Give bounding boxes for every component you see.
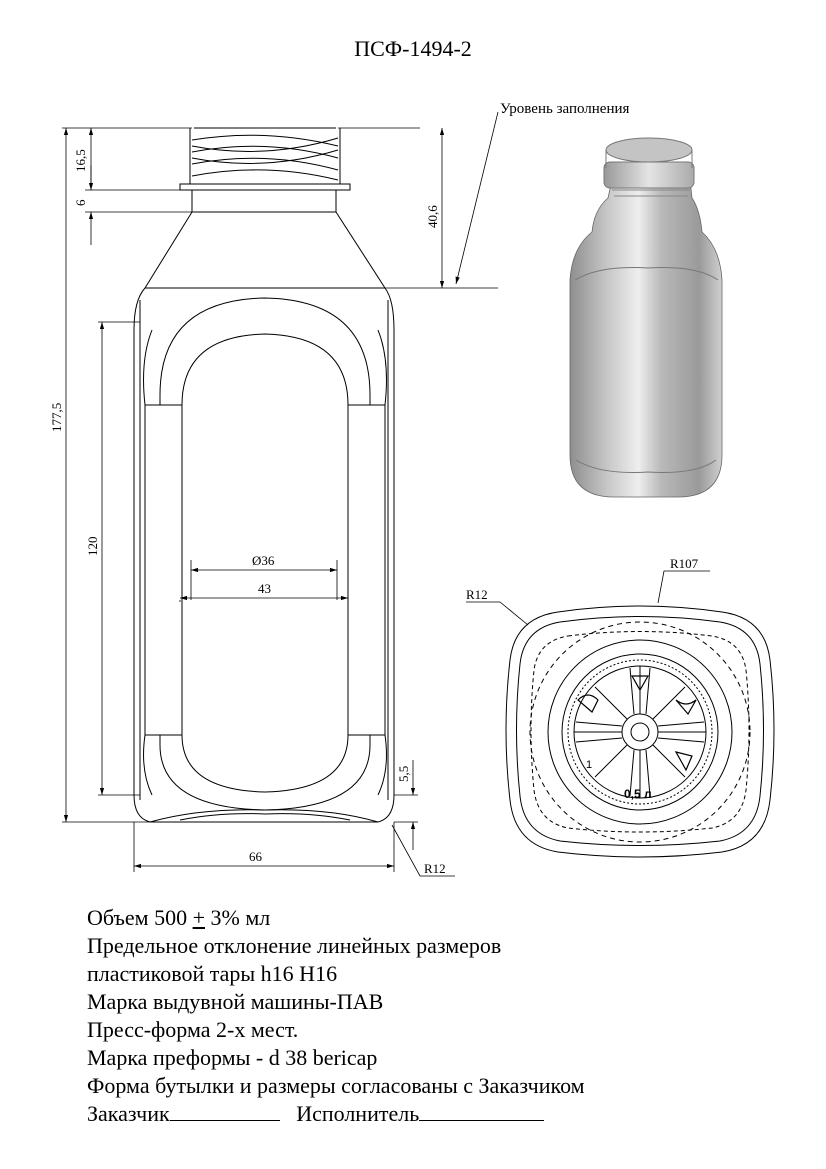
note-machine: Марка выдувной машины-ПАВ — [87, 989, 384, 1014]
note-tolerance-class: пластиковой тары h16 H16 — [87, 961, 338, 986]
dim-panel: 120 — [85, 537, 100, 557]
dim-fill: 40,6 — [425, 205, 440, 228]
shoulder — [144, 211, 386, 289]
r12-base-leader — [391, 824, 455, 877]
dim-width: 66 — [249, 849, 263, 864]
note-agreement: Форма бутылки и размеры согласованы с За… — [87, 1073, 585, 1098]
dim-inner-w: 43 — [258, 581, 271, 596]
note-volume: Объем 500 + 3% мл — [87, 905, 271, 930]
base-marks: 0,5 л 1 — [586, 759, 652, 801]
recycle-symbols — [577, 675, 697, 772]
neck-thread — [179, 127, 351, 213]
grip-panel — [159, 297, 371, 405]
dim-base: 5,5 — [396, 766, 411, 782]
dim-ring: 6 — [73, 199, 88, 206]
note-preform: Марка преформы - d 38 bericap — [87, 1045, 378, 1070]
drawing-title: ПСФ-1494-2 — [354, 36, 472, 61]
customer-label: Заказчик — [87, 1101, 170, 1126]
executor-label: Исполнитель — [296, 1101, 420, 1126]
dim-inner-d: Ø36 — [252, 553, 275, 568]
base-volume-mark: 0,5 л — [624, 787, 652, 801]
note-tolerance: Предельное отклонение линейных размеров — [87, 933, 502, 958]
note-mold: Пресс-форма 2-х мест. — [87, 1017, 299, 1042]
dimension-labels: 16,5 6 177,5 120 40,6 5,5 Ø36 43 66 R12 … — [49, 101, 699, 876]
r12-top-leader — [466, 601, 529, 626]
dim-r12-top: R12 — [466, 587, 488, 602]
r107-leader — [657, 570, 710, 604]
fill-leader — [455, 111, 499, 285]
bottom-view — [505, 605, 775, 858]
dim-r12-base: R12 — [424, 861, 446, 876]
bottle-base — [149, 809, 379, 823]
customer-signature-line[interactable] — [169, 1102, 280, 1121]
dim-neck: 16,5 — [73, 149, 88, 172]
note-signatures: Заказчик Исполнитель — [87, 1100, 585, 1128]
base-ribs — [574, 666, 706, 798]
dimension-lines — [63, 111, 710, 877]
dim-r107: R107 — [670, 556, 699, 571]
extension-lines — [62, 127, 498, 872]
dim-total: 177,5 — [49, 403, 64, 432]
base-cavity-mark: 1 — [586, 759, 592, 771]
bottle-body — [133, 287, 395, 823]
fill-level-label: Уровень заполнения — [500, 101, 630, 117]
side-view — [133, 127, 395, 823]
notes-block: Объем 500 + 3% мл Предельное отклонение … — [87, 904, 585, 1128]
bottle-render — [569, 137, 723, 498]
executor-signature-line[interactable] — [419, 1102, 545, 1121]
